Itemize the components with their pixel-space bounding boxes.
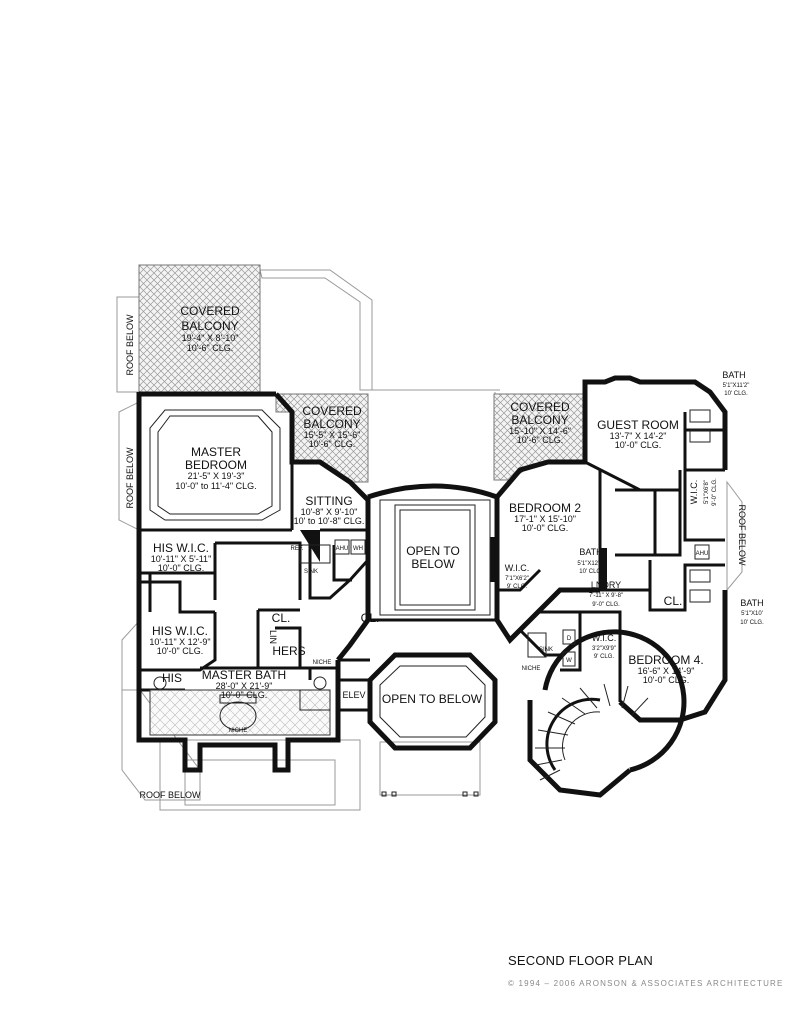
stair-treads xyxy=(535,683,649,781)
lndry-dims: 7'-11" X 9'-8" xyxy=(589,593,623,599)
sink-label-1: SINK xyxy=(304,569,318,575)
wic-b4-name: W.I.C. xyxy=(592,633,617,643)
cl-label-3: CL. xyxy=(664,594,683,608)
master-bedroom-clg: 10'-0" to 11'-4" CLG. xyxy=(175,481,256,491)
wic-guest-clg: 9'-0" CLG. xyxy=(712,478,718,506)
bath-4-dims: 5'1"X10' xyxy=(741,611,763,617)
sink-label-2: SINK xyxy=(539,647,553,653)
roof-below-label-1: ROOF BELOW xyxy=(125,314,135,376)
his-wic-1-clg: 10'-0" CLG. xyxy=(158,563,204,573)
wic-guest-name: W.I.C. xyxy=(689,480,699,505)
washer-label: W xyxy=(566,658,572,664)
walls xyxy=(136,375,728,798)
his-label: HIS xyxy=(162,671,182,685)
bath-2-dims: 5'1"X12'2" xyxy=(577,561,604,567)
master-bath-dims: 28'-0" X 21'-9" xyxy=(216,681,273,691)
cl-label-2: CL. xyxy=(361,611,380,625)
covered-balcony-1-dims: 19'-4" X 8'-10" xyxy=(182,333,239,343)
open-to-below-1-outline xyxy=(379,499,491,616)
open-to-below-2-outline xyxy=(367,652,498,751)
guest-room-name: GUEST ROOM xyxy=(597,418,679,432)
wic-b2-name: W.I.C. xyxy=(505,563,530,573)
master-bath-name: MASTER BATH xyxy=(202,668,286,682)
wh-label: WH xyxy=(353,546,363,552)
sitting-dims: 10'-8" X 9'-10" xyxy=(301,507,358,517)
wic-b4-dims: 3'2"X9'9" xyxy=(592,646,616,652)
guest-room-dims: 13'-7" X 14'-2" xyxy=(610,431,667,441)
niche-label-1: NICHE xyxy=(313,660,332,666)
guest-room-clg: 10'-0" CLG. xyxy=(615,440,661,450)
ref-label: REF. xyxy=(290,546,303,552)
master-bedroom-dims: 21'-5" X 19'-3" xyxy=(188,471,245,481)
bedroom-4-clg: 10'-0" CLG. xyxy=(643,675,689,685)
lin-label: LIN xyxy=(268,630,278,644)
master-bedroom-name: MASTER xyxy=(191,445,241,459)
covered-balcony-2-clg: 10'-6" CLG. xyxy=(309,439,355,449)
covered-balcony-1-name: COVERED xyxy=(180,304,240,318)
sitting-clg: 10' to 10'-8" CLG. xyxy=(294,516,365,526)
labels: ROOF BELOW ROOF BELOW ROOF BELOW ROOF BE… xyxy=(125,304,764,800)
ahu-label-1: AHU xyxy=(336,546,349,552)
bath-guest-name: BATH xyxy=(722,370,745,380)
open-to-below-1-line2: BELOW xyxy=(411,557,455,571)
bath-4-clg: 10' CLG. xyxy=(740,620,764,626)
his-wic-2-dims: 10'-11" X 12'-9" xyxy=(149,637,210,647)
bedroom-4-name: BEDROOM 4. xyxy=(628,653,703,667)
his-wic-1-dims: 10'-11" X 5'-11" xyxy=(151,554,212,564)
his-wic-2-clg: 10'-0" CLG. xyxy=(157,646,203,656)
roof-below-label-4: ROOF BELOW xyxy=(139,790,201,800)
open-to-below-2-label: OPEN TO BELOW xyxy=(382,692,483,706)
covered-balcony-2-dims: 15'-5" X 15'-6" xyxy=(304,430,361,440)
bath-guest-clg: 10' CLG. xyxy=(724,391,748,397)
covered-balcony-2-name: COVERED xyxy=(302,404,362,418)
master-bath-clg: 10'-0" CLG. xyxy=(221,690,267,700)
master-bedroom-name2: BEDROOM xyxy=(185,458,247,472)
niche-label-2: NICHE xyxy=(229,728,248,734)
covered-balcony-2-name2: BALCONY xyxy=(303,417,360,431)
roof-below-label-2: ROOF BELOW xyxy=(125,447,135,509)
wic-guest-dims: 5'1"X6'8" xyxy=(704,480,710,504)
bath-4-name: BATH xyxy=(740,598,763,608)
niche-label-3: NICHE xyxy=(522,666,541,672)
wic-b4-clg: 9' CLG. xyxy=(594,654,614,660)
covered-balcony-3-name2: BALCONY xyxy=(511,413,568,427)
roof-below-label-3: ROOF BELOW xyxy=(737,504,747,566)
elev-label: ELEV xyxy=(342,690,365,700)
lndry-clg: 9'-0" CLG. xyxy=(592,602,620,608)
open-to-below-1-line1: OPEN TO xyxy=(406,544,460,558)
sitting-name: SITTING xyxy=(305,494,352,508)
bedroom-2-clg: 10'-0" CLG. xyxy=(522,523,568,533)
cl-label-1: CL. xyxy=(272,611,291,625)
master-bath-floor xyxy=(149,689,331,736)
lndry-name: LNDRY xyxy=(591,580,621,590)
wic-b2-dims: 7'1"X6'2" xyxy=(505,576,529,582)
covered-balcony-1-clg: 10'-6" CLG. xyxy=(187,343,233,353)
covered-balcony-1-name2: BALCONY xyxy=(181,319,238,333)
bedroom-2-dims: 17'-1" X 15'-10" xyxy=(514,514,576,524)
dryer-label: D xyxy=(567,636,572,642)
fixtures xyxy=(153,409,711,711)
covered-balcony-3-clg: 10'-6" CLG. xyxy=(517,435,563,445)
copyright-notice: © 1994 – 2006 ARONSON & ASSOCIATES ARCHI… xyxy=(508,979,784,988)
ahu-label-2: AHU xyxy=(696,551,709,557)
his-wic-2-name: HIS W.I.C. xyxy=(152,624,208,638)
his-wic-1-name: HIS W.I.C. xyxy=(153,541,209,555)
covered-balcony-3-name: COVERED xyxy=(510,400,570,414)
bath-guest-dims: 5'1"X11'2" xyxy=(723,383,750,389)
master-bedroom-tray xyxy=(149,409,281,521)
bath-2-name: BATH xyxy=(579,547,602,557)
covered-balcony-3-dims: 15'-10" X 14'-6" xyxy=(509,426,571,436)
bedroom-2-name: BEDROOM 2 xyxy=(509,501,581,515)
bedroom-4-dims: 16'-6" X 14'-9" xyxy=(638,666,695,676)
plan-title: SECOND FLOOR PLAN xyxy=(508,953,653,968)
bath-2-clg: 10' CLG. xyxy=(579,569,603,575)
hers-label: HERS xyxy=(272,644,305,658)
bathtub xyxy=(219,701,257,731)
wic-b2-clg: 9' CLG. xyxy=(507,584,527,590)
